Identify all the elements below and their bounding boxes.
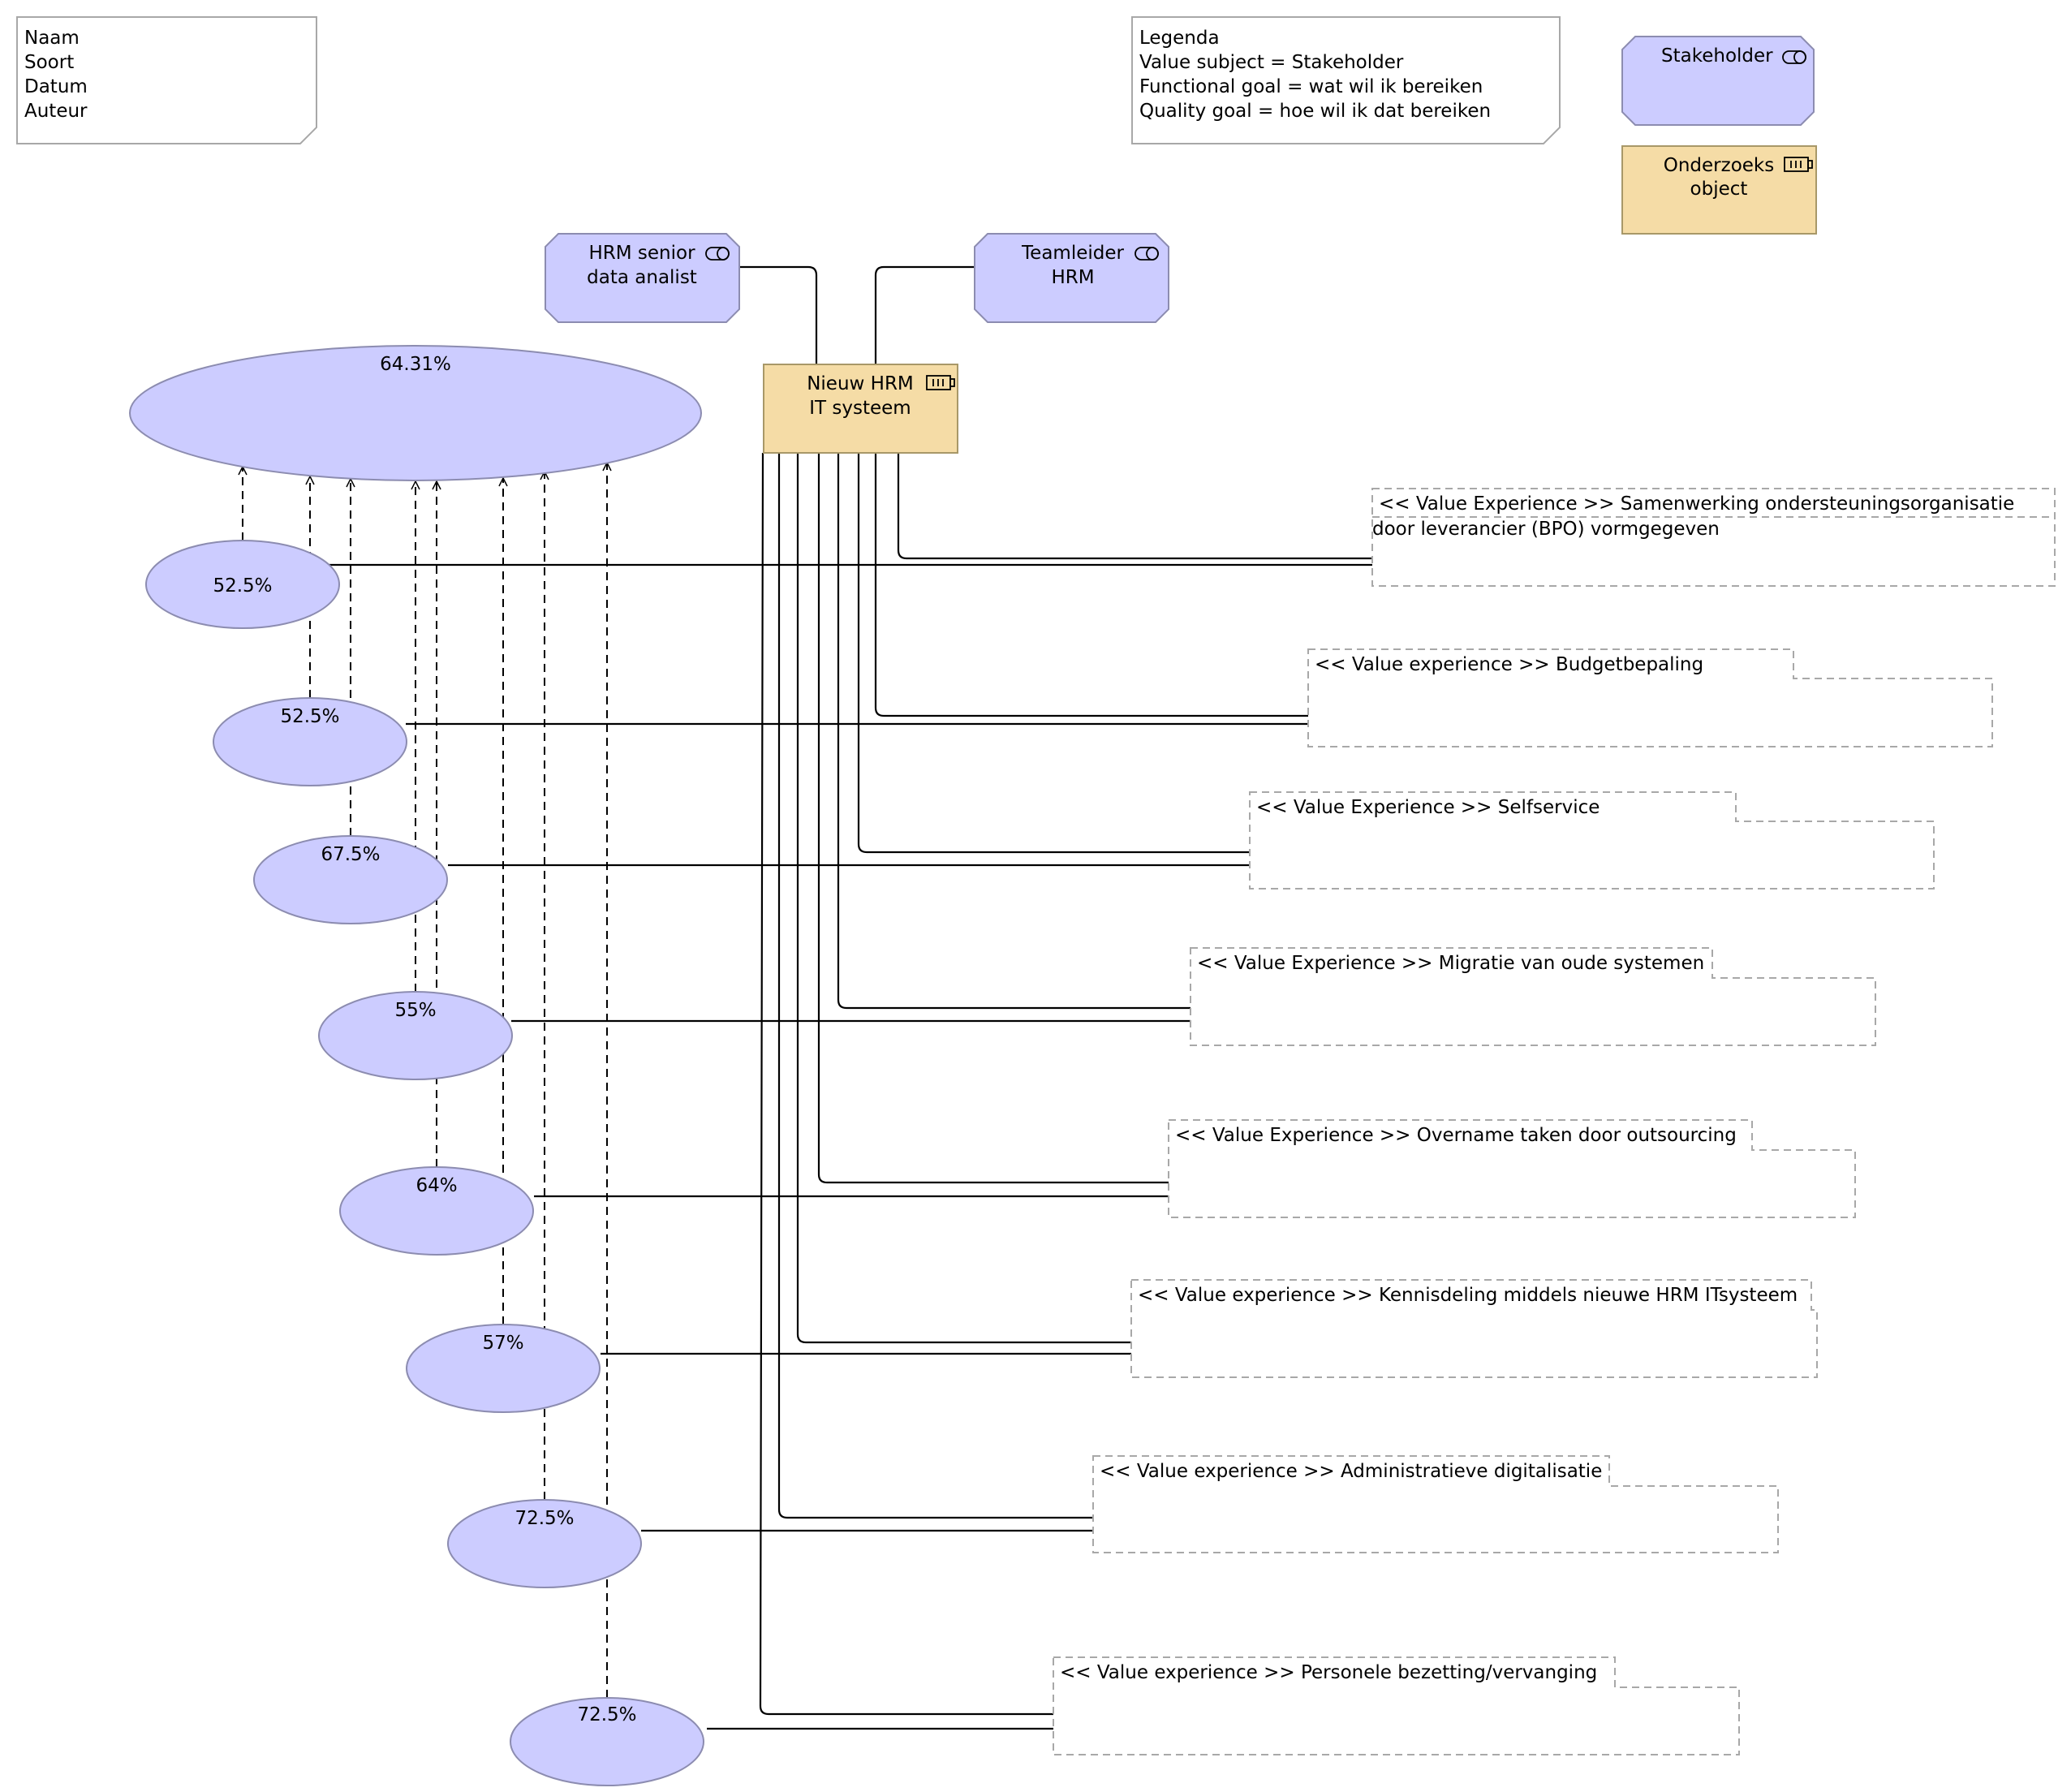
- role-icon: [1782, 50, 1806, 64]
- legend-note-line-3: Functional goal = wat wil ik bereiken: [1139, 76, 1483, 97]
- goal-6-label: 57%: [482, 1333, 523, 1354]
- stakeholder-hrm-senior-data-analist[interactable]: HRM senior data analist: [545, 233, 740, 323]
- legend-research-object[interactable]: Onderzoeks object: [1621, 145, 1817, 235]
- value-experience-2[interactable]: << Value experience >> Budgetbepaling: [1307, 648, 1993, 747]
- legend-note-line-4: Quality goal = hoe wil ik dat bereiken: [1139, 101, 1491, 122]
- value-experience-8[interactable]: << Value experience >> Personele bezetti…: [1053, 1656, 1740, 1755]
- legend-stakeholder-label: Stakeholder: [1661, 45, 1773, 67]
- value-experience-5-title: << Value Experience >> Overname taken do…: [1175, 1125, 1737, 1146]
- link-teamleider-to-object: [874, 265, 975, 364]
- stakeholder-teamleider-hrm[interactable]: Teamleider HRM: [974, 233, 1169, 323]
- link-object-to-experience-2: [874, 453, 1308, 717]
- value-experience-4[interactable]: << Value Experience >> Migratie van oude…: [1190, 947, 1876, 1046]
- info-note-line-2: Soort: [24, 52, 74, 73]
- research-object-line-1: Nieuw HRM: [807, 373, 914, 394]
- stakeholder-analist-line-1: HRM senior: [588, 243, 695, 264]
- component-icon: [1784, 157, 1813, 172]
- goal-1[interactable]: 52.5%: [145, 540, 340, 629]
- goal-5-label: 64%: [415, 1175, 457, 1196]
- info-note-line-4: Auteur: [24, 101, 88, 122]
- goal-3-label: 67.5%: [321, 844, 380, 865]
- legend-stakeholder[interactable]: Stakeholder: [1621, 36, 1815, 126]
- goal-2[interactable]: 52.5%: [213, 697, 407, 786]
- legend-note-line-1: Legenda: [1139, 28, 1220, 49]
- value-experience-5[interactable]: << Value Experience >> Overname taken do…: [1168, 1119, 1856, 1218]
- value-experience-2-title: << Value experience >> Budgetbepaling: [1315, 654, 1703, 675]
- total-goal-label: 64.31%: [380, 354, 451, 375]
- stakeholder-teamleider-line-2: HRM: [1051, 267, 1094, 288]
- value-experience-7-title: << Value experience >> Administratieve d…: [1100, 1461, 1602, 1482]
- goal-1-label: 52.5%: [213, 575, 272, 597]
- component-icon: [926, 375, 955, 390]
- link-analist-to-object: [739, 265, 818, 364]
- link-object-to-experience-4: [837, 453, 1191, 1010]
- total-goal[interactable]: 64.31%: [129, 345, 702, 481]
- role-icon: [705, 247, 730, 261]
- legend-note: Legenda Value subject = Stakeholder Func…: [1131, 16, 1561, 144]
- legend-object-line-2: object: [1690, 179, 1748, 200]
- value-experience-3[interactable]: << Value Experience >> Selfservice: [1249, 791, 1935, 890]
- info-note-line-3: Datum: [24, 76, 88, 97]
- value-experience-4-title: << Value Experience >> Migratie van oude…: [1197, 953, 1704, 974]
- link-object-to-experience-8: [759, 452, 1053, 1716]
- link-object-to-experience-3: [857, 453, 1250, 854]
- info-note-line-1: Naam: [24, 28, 80, 49]
- goal-3[interactable]: 67.5%: [253, 835, 448, 924]
- value-experience-1[interactable]: << Value Experience >> Samenwerking onde…: [1371, 488, 2056, 587]
- goal-6[interactable]: 57%: [406, 1324, 601, 1413]
- goal-8-label: 72.5%: [577, 1704, 636, 1725]
- value-experience-3-title: << Value Experience >> Selfservice: [1256, 797, 1600, 818]
- value-experience-6[interactable]: << Value experience >> Kennisdeling midd…: [1130, 1279, 1818, 1378]
- goal-2-label: 52.5%: [280, 706, 339, 727]
- value-experience-7[interactable]: << Value experience >> Administratieve d…: [1092, 1455, 1779, 1553]
- research-object-line-2: IT systeem: [809, 398, 911, 419]
- goal-7-label: 72.5%: [515, 1508, 574, 1529]
- value-experience-1-line-1: << Value Experience >> Samenwerking onde…: [1379, 493, 2014, 515]
- legend-note-line-2: Value subject = Stakeholder: [1139, 52, 1404, 73]
- value-experience-8-title: << Value experience >> Personele bezetti…: [1060, 1662, 1597, 1683]
- link-object-to-experience-7: [777, 453, 1093, 1519]
- role-icon: [1135, 247, 1159, 261]
- link-object-to-experience-5: [817, 453, 1169, 1184]
- stakeholder-analist-line-2: data analist: [587, 267, 697, 288]
- value-experience-6-title: << Value experience >> Kennisdeling midd…: [1138, 1285, 1798, 1306]
- legend-object-line-1: Onderzoeks: [1664, 155, 1774, 176]
- goal-7[interactable]: 72.5%: [447, 1499, 642, 1588]
- stakeholder-teamleider-line-1: Teamleider: [1021, 243, 1124, 264]
- link-object-to-experience-1: [897, 453, 1372, 560]
- goal-4[interactable]: 55%: [318, 991, 513, 1080]
- info-note: Naam Soort Datum Auteur: [16, 16, 317, 144]
- research-object-nieuw-hrm-it-systeem[interactable]: Nieuw HRM IT systeem: [763, 364, 958, 454]
- goal-4-label: 55%: [394, 1000, 436, 1021]
- goal-5[interactable]: 64%: [339, 1166, 534, 1256]
- link-object-to-experience-6: [796, 453, 1131, 1344]
- value-experience-1-line-2: door leverancier (BPO) vormgegeven: [1372, 519, 1720, 540]
- goal-8[interactable]: 72.5%: [510, 1697, 704, 1786]
